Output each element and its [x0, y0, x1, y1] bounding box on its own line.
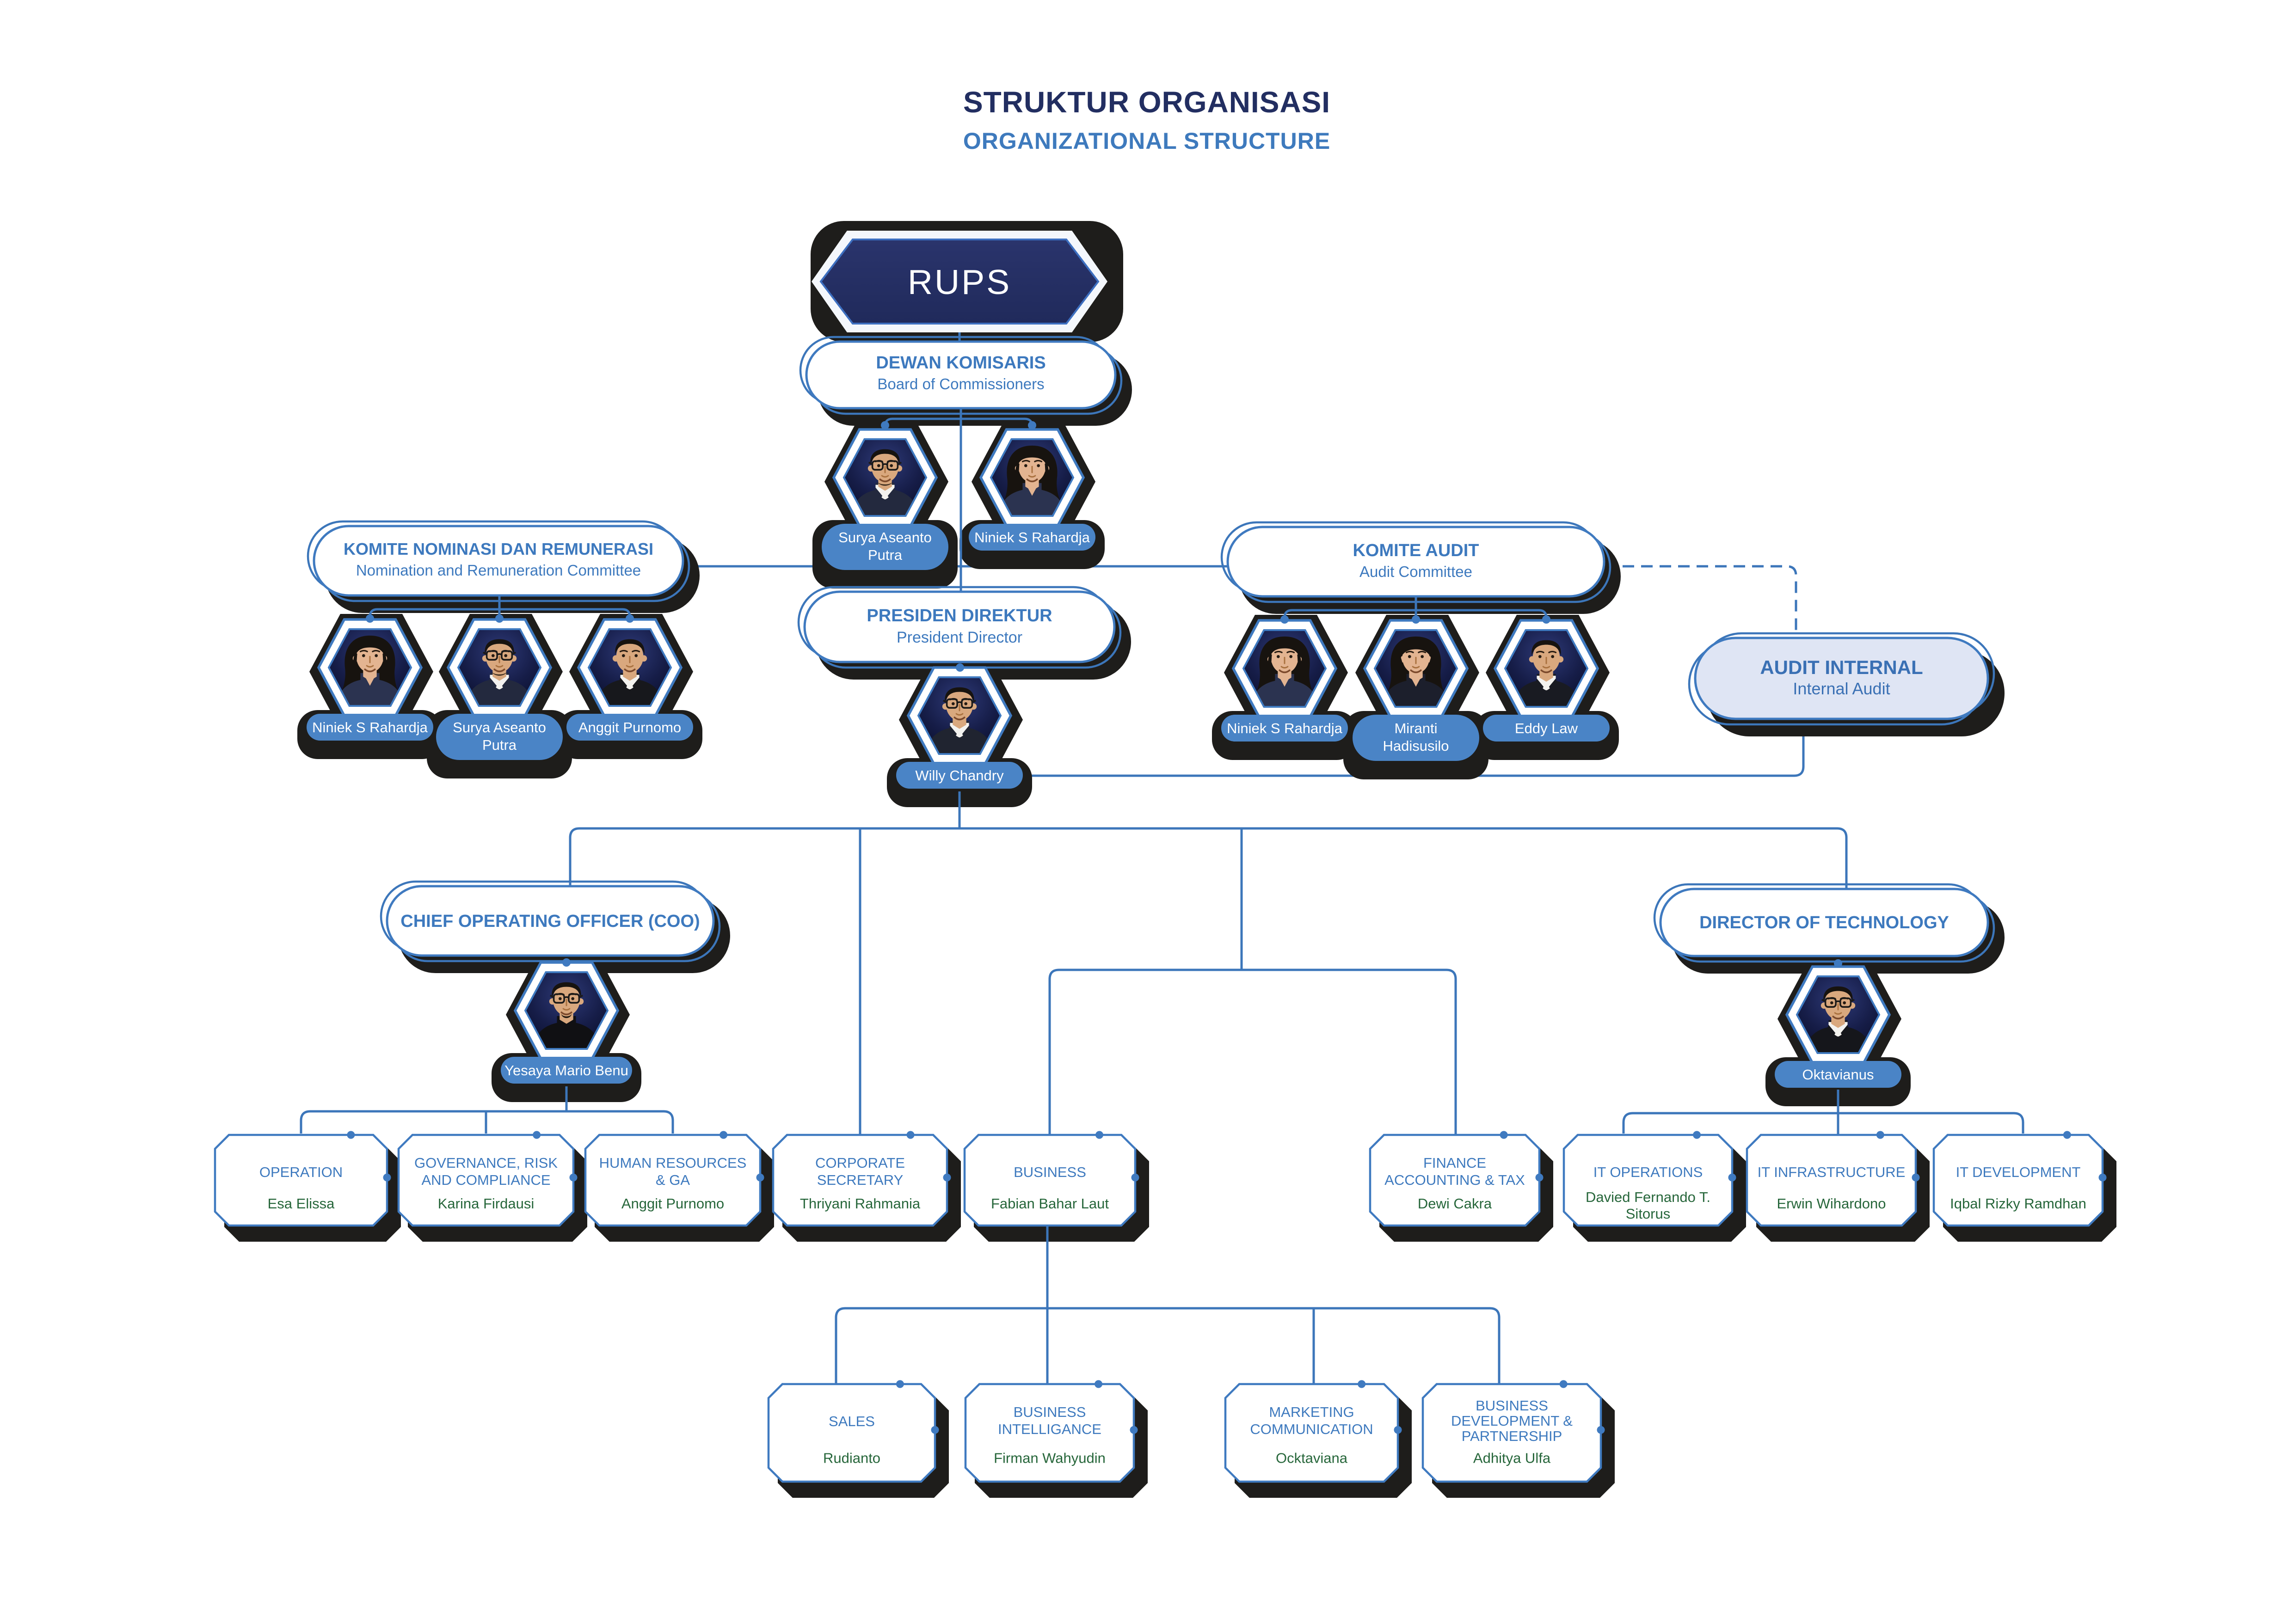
svg-text:Willy Chandry: Willy Chandry — [915, 767, 1004, 784]
svg-text:Anggit Purnomo: Anggit Purnomo — [578, 719, 681, 735]
svg-text:Surya Aseanto: Surya Aseanto — [838, 529, 932, 545]
svg-text:KOMITE AUDIT: KOMITE AUDIT — [1353, 541, 1479, 560]
svg-text:Davied Fernando T.: Davied Fernando T. — [1586, 1189, 1710, 1205]
svg-text:PRESIDEN DIREKTUR: PRESIDEN DIREKTUR — [867, 606, 1052, 625]
svg-text:Karina Firdausi: Karina Firdausi — [438, 1195, 534, 1212]
svg-text:Internal Audit: Internal Audit — [1793, 679, 1890, 698]
svg-text:Eddy Law: Eddy Law — [1515, 720, 1578, 736]
svg-text:Erwin Wihardono: Erwin Wihardono — [1777, 1195, 1886, 1212]
svg-text:COMMUNICATION: COMMUNICATION — [1250, 1421, 1373, 1437]
svg-text:Niniek S Rahardja: Niniek S Rahardja — [974, 529, 1090, 545]
svg-text:Iqbal Rizky Ramdhan: Iqbal Rizky Ramdhan — [1950, 1195, 2086, 1212]
svg-text:Niniek S Rahardja: Niniek S Rahardja — [312, 719, 428, 735]
svg-text:Esa Elissa: Esa Elissa — [268, 1195, 335, 1212]
svg-text:Ocktaviana: Ocktaviana — [1276, 1450, 1348, 1466]
svg-text:Firman Wahyudin: Firman Wahyudin — [994, 1450, 1106, 1466]
svg-text:MARKETING: MARKETING — [1269, 1404, 1354, 1420]
svg-text:PARTNERSHIP: PARTNERSHIP — [1462, 1428, 1562, 1444]
svg-text:Fabian Bahar Laut: Fabian Bahar Laut — [991, 1195, 1109, 1212]
svg-text:ACCOUNTING & TAX: ACCOUNTING & TAX — [1384, 1172, 1525, 1188]
svg-text:Hadisusilo: Hadisusilo — [1383, 738, 1449, 754]
svg-text:BUSINESS: BUSINESS — [1014, 1164, 1086, 1180]
svg-text:Dewi Cakra: Dewi Cakra — [1418, 1195, 1492, 1212]
svg-text:Nomination and Remuneration Co: Nomination and Remuneration Committee — [356, 562, 641, 579]
svg-text:IT DEVELOPMENT: IT DEVELOPMENT — [1956, 1164, 2081, 1180]
svg-text:Surya Aseanto: Surya Aseanto — [453, 719, 546, 735]
svg-text:Audit Committee: Audit Committee — [1359, 563, 1472, 580]
svg-text:President Director: President Director — [897, 629, 1022, 646]
svg-text:BUSINESS: BUSINESS — [1014, 1404, 1086, 1420]
svg-text:BUSINESS: BUSINESS — [1476, 1397, 1548, 1414]
svg-text:RUPS: RUPS — [908, 263, 1011, 301]
svg-text:IT INFRASTRUCTURE: IT INFRASTRUCTURE — [1758, 1164, 1906, 1180]
svg-text:CHIEF OPERATING OFFICER (COO): CHIEF OPERATING OFFICER (COO) — [400, 912, 700, 931]
svg-text:Putra: Putra — [868, 547, 903, 563]
svg-text:Oktavianus: Oktavianus — [1802, 1066, 1874, 1083]
svg-text:ORGANIZATIONAL STRUCTURE: ORGANIZATIONAL STRUCTURE — [963, 128, 1330, 154]
svg-text:DEVELOPMENT &: DEVELOPMENT & — [1451, 1413, 1573, 1429]
svg-text:INTELLIGANCE: INTELLIGANCE — [998, 1421, 1101, 1437]
svg-text:Miranti: Miranti — [1394, 720, 1437, 736]
svg-text:FINANCE: FINANCE — [1423, 1155, 1486, 1171]
svg-text:HUMAN RESOURCES: HUMAN RESOURCES — [599, 1155, 747, 1171]
svg-text:KOMITE NOMINASI DAN REMUNERASI: KOMITE NOMINASI DAN REMUNERASI — [344, 539, 653, 558]
svg-text:Niniek S Rahardja: Niniek S Rahardja — [1227, 720, 1343, 736]
svg-text:Anggit Purnomo: Anggit Purnomo — [621, 1195, 724, 1212]
svg-text:STRUKTUR ORGANISASI: STRUKTUR ORGANISASI — [963, 86, 1330, 119]
svg-text:Rudianto: Rudianto — [823, 1450, 880, 1466]
svg-text:& GA: & GA — [656, 1172, 690, 1188]
svg-text:CORPORATE: CORPORATE — [815, 1155, 905, 1171]
svg-text:SECRETARY: SECRETARY — [817, 1172, 904, 1188]
svg-text:GOVERNANCE, RISK: GOVERNANCE, RISK — [414, 1155, 558, 1171]
svg-text:IT OPERATIONS: IT OPERATIONS — [1593, 1164, 1703, 1180]
svg-text:AUDIT INTERNAL: AUDIT INTERNAL — [1760, 656, 1923, 678]
svg-text:OPERATION: OPERATION — [259, 1164, 343, 1180]
svg-text:AND COMPLIANCE: AND COMPLIANCE — [421, 1172, 550, 1188]
svg-text:Board of Commissioners: Board of Commissioners — [877, 375, 1044, 392]
svg-text:DEWAN KOMISARIS: DEWAN KOMISARIS — [876, 353, 1046, 373]
svg-text:DIRECTOR OF TECHNOLOGY: DIRECTOR OF TECHNOLOGY — [1699, 913, 1949, 932]
svg-text:Yesaya Mario Benu: Yesaya Mario Benu — [504, 1062, 628, 1079]
svg-text:Sitorus: Sitorus — [1626, 1206, 1670, 1222]
svg-text:SALES: SALES — [829, 1413, 875, 1429]
svg-text:Adhitya Ulfa: Adhitya Ulfa — [1473, 1450, 1551, 1466]
svg-text:Putra: Putra — [482, 737, 517, 753]
svg-text:Thriyani Rahmania: Thriyani Rahmania — [800, 1195, 921, 1212]
